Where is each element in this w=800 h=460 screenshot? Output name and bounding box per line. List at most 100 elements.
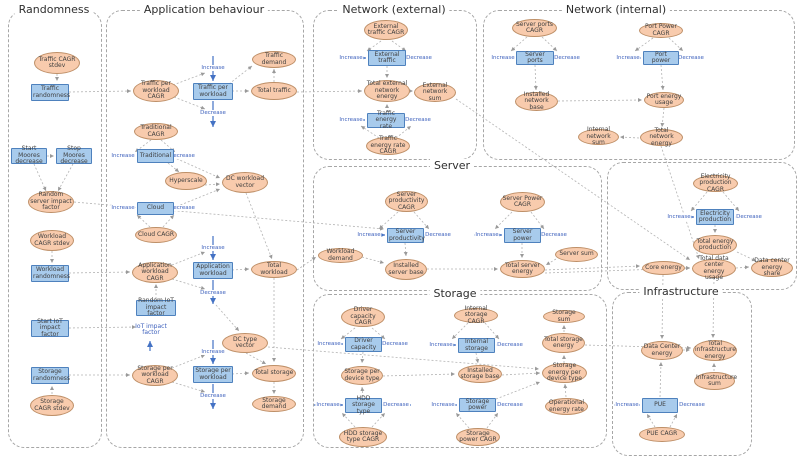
cloud-stock[interactable]: Cloud [137, 202, 174, 215]
installed-network-base-text: Installed network base [523, 90, 550, 111]
port-power-text: Port power [651, 50, 671, 64]
port-energy-usage-variable[interactable]: Port energy usage [644, 92, 684, 108]
application-workload-stock[interactable]: Application workload [193, 262, 233, 279]
traffic-per-workload-stock[interactable]: Traffic per workload [193, 83, 233, 100]
workload-demand-variable[interactable]: Workload demand [318, 248, 363, 263]
flow-label-increase-22: Increase [315, 402, 341, 408]
start-iot-impact-factor-stock[interactable]: Start IoT impact factor [31, 318, 69, 338]
storage-sum-text: Storage sum [552, 309, 576, 323]
traffic-cagr-stdev-variable[interactable]: Traffic CAGR stdev [34, 52, 80, 74]
internal-storage-stock[interactable]: Internal storage [458, 338, 495, 353]
flow-label-decrease-25: Decrease [496, 402, 524, 408]
total-infrastructure-energy-text: Total infrastructure energy [695, 339, 736, 360]
flow-label-decrease-21: Decrease [496, 342, 524, 348]
flow-label-decrease-3: Decrease [168, 205, 196, 211]
total-server-energy-variable[interactable]: Total server energy [500, 260, 545, 278]
electricity-production-stock[interactable]: Electricity production [696, 209, 734, 225]
server-ports-stock[interactable]: Server ports [516, 51, 554, 65]
traffic-per-workload-cagr-variable[interactable]: Traffic per workload CAGR [133, 80, 179, 102]
storage-cagr-stdev-variable[interactable]: Storage CAGR stdev [30, 395, 74, 416]
port-power-stock[interactable]: Port power [643, 51, 679, 65]
total-external-network-energy-variable[interactable]: Total external network energy [364, 80, 410, 102]
server-ports-cagr-variable[interactable]: Server ports CAGR [512, 19, 557, 37]
server-sum-variable[interactable]: Server sum [555, 247, 598, 262]
flow-label-increase-8: Increase [490, 55, 516, 61]
workload-cagr-stdev-variable[interactable]: Workload CAGR stdev [30, 230, 74, 251]
stop-moores-decrease-text: Stop Moores decrease [60, 145, 88, 166]
total-storage-energy-variable[interactable]: Total storage energy [542, 333, 585, 353]
dc-workload-vector-variable[interactable]: DC workload vector [222, 172, 268, 193]
storage-power-stock[interactable]: Storage power [459, 398, 496, 412]
external-network-sum-variable[interactable]: External network sum [414, 82, 456, 102]
traditional-cagr-variable[interactable]: Traditional CAGR [134, 123, 178, 140]
flow-label-decrease-13: Decrease [424, 232, 452, 238]
storage-energy-per-device-type-variable[interactable]: Storage energy per device type [542, 362, 587, 383]
server-productivity-stock[interactable]: Server productivity [387, 228, 425, 243]
server-productivity-cagr-variable[interactable]: Server productivity CAGR [385, 191, 428, 212]
pue-cagr-variable[interactable]: PUE CAGR [639, 427, 685, 442]
total-traffic-text: Total traffic [257, 86, 291, 94]
data-center-energy-variable[interactable]: Data Center energy [641, 341, 683, 360]
storage-per-workload-stock[interactable]: Storage per workload [193, 366, 233, 383]
traffic-energy-rate-stock[interactable]: Traffic energy rate [367, 110, 405, 130]
cloud-cagr-variable[interactable]: Cloud CAGR [135, 227, 177, 243]
installed-storage-base-variable[interactable]: Installed storage base [458, 365, 502, 383]
installed-server-base-variable[interactable]: Installed server base [385, 259, 427, 280]
electricity-production-cagr-variable[interactable]: Electricity production CAGR [693, 172, 738, 193]
traditional-text: Traditional [139, 151, 172, 159]
flow-label-increase-14: Increase [474, 232, 500, 238]
stop-moores-decrease-stock[interactable]: Stop Moores decrease [56, 145, 92, 166]
driver-capacity-text: Driver capacity [350, 337, 377, 351]
storage-per-workload-cagr-variable[interactable]: Storage per workload CAGR [132, 365, 178, 386]
installed-network-base-variable[interactable]: Installed network base [515, 90, 558, 111]
storage-randomness-stock[interactable]: Storage randomness [31, 367, 70, 384]
group-title-network-internal: Network (internal) [561, 3, 671, 16]
hdd-storage-type-cagr-variable[interactable]: HDD storage type CAGR [339, 427, 387, 447]
storage-demand-variable[interactable]: Storage demand [252, 396, 296, 412]
operational-energy-rate-variable[interactable]: Operational energy rate [545, 398, 588, 415]
random-iot-impact-factor-stock[interactable]: Random IoT impact factor [136, 297, 176, 317]
traffic-randomness-stock[interactable]: Traffic randomness [31, 84, 70, 101]
application-workload-cagr-variable[interactable]: Application workload CAGR [132, 262, 178, 283]
internal-storage-cagr-text: Internal storage CAGR [464, 304, 488, 325]
dc-type-vector-variable[interactable]: DC type vector [222, 333, 268, 353]
total-network-energy-variable[interactable]: Total network energy [640, 127, 683, 147]
workload-randomness-stock[interactable]: Workload randomness [31, 265, 70, 282]
total-energy-production-text: Total energy production [696, 237, 734, 251]
traffic-demand-variable[interactable]: Traffic demand [252, 51, 296, 68]
start-moores-decrease-stock[interactable]: Start Moores decrease [11, 145, 47, 165]
storage-power-cagr-variable[interactable]: Storage power CAGR [456, 428, 500, 446]
hdd-storage-type-stock[interactable]: HDD storage type [345, 395, 382, 415]
driver-capacity-cagr-variable[interactable]: Driver capacity CAGR [341, 306, 385, 327]
total-workload-variable[interactable]: Total workload [251, 261, 297, 278]
electricity-production-cagr-text: Electricity production CAGR [699, 172, 732, 193]
total-traffic-variable[interactable]: Total traffic [251, 82, 297, 100]
pue-stock[interactable]: PUE [642, 398, 678, 413]
server-power-stock[interactable]: Server power [504, 228, 541, 243]
core-energy-variable[interactable]: Core energy [642, 261, 685, 275]
internal-network-sum-variable[interactable]: Internal network sum [578, 126, 619, 146]
server-sum-text: Server sum [559, 250, 594, 258]
port-power-cagr-variable[interactable]: Port Power CAGR [639, 23, 683, 38]
total-energy-production-variable[interactable]: Total energy production [693, 235, 737, 255]
external-traffic-stock[interactable]: External traffic [368, 50, 406, 66]
driver-capacity-stock[interactable]: Driver capacity [345, 337, 382, 352]
flow-label-increase-26: Increase [614, 402, 640, 408]
total-storage-variable[interactable]: Total storage [252, 365, 296, 382]
internal-storage-cagr-variable[interactable]: Internal storage CAGR [454, 304, 498, 325]
external-traffic-cagr-variable[interactable]: External traffic CAGR [364, 20, 408, 40]
data-center-energy-share-variable[interactable]: Data center energy share [751, 257, 793, 277]
traffic-energy-rate-cagr-variable[interactable]: Traffic energy rate CAGR [366, 135, 410, 155]
iot-impact-factor-label[interactable]: IoT impact factor [134, 323, 168, 337]
storage-per-device-type-variable[interactable]: Storage per device type [341, 366, 383, 385]
random-server-impact-factor-variable[interactable]: Random server impact factor [28, 191, 74, 213]
total-infrastructure-energy-variable[interactable]: Total infrastructure energy [693, 340, 737, 361]
traditional-stock[interactable]: Traditional [137, 149, 174, 163]
total-data-center-energy-usage-variable[interactable]: Total data center energy usage [692, 255, 736, 281]
infrastructure-sum-variable[interactable]: Infrastructure sum [694, 372, 737, 390]
group-title-application-behaviour: Application behaviour [139, 3, 269, 16]
storage-sum-variable[interactable]: Storage sum [543, 309, 585, 323]
storage-per-workload-cagr-text: Storage per workload CAGR [137, 364, 173, 385]
server-power-cagr-variable[interactable]: Server Power CAGR [500, 192, 545, 212]
hyperscale-variable[interactable]: Hyperscale [165, 172, 207, 190]
